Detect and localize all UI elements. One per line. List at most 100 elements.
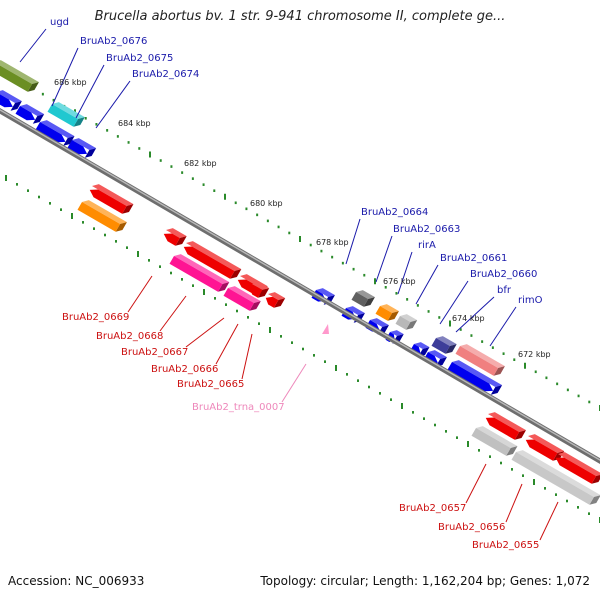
reverse-gene-label: BruAb2_0657 [399, 503, 466, 514]
gene-block-0676 [15, 104, 45, 124]
reverse-leader-line [465, 463, 487, 504]
gene-top-face [186, 241, 242, 271]
gene-top-face [20, 104, 45, 116]
gene-top-face [252, 282, 270, 290]
trna-marker [322, 324, 329, 334]
gene-front-face [15, 106, 36, 121]
gene-front-face [169, 256, 223, 292]
forward-leader-line [345, 218, 361, 265]
gene-top-face [346, 306, 365, 315]
gene-front-face [67, 140, 88, 155]
gene-side-face [84, 148, 97, 158]
gene-side-face [493, 366, 505, 376]
gene-front-face [77, 202, 121, 232]
gene-top-face [400, 314, 418, 322]
gene-top-face [268, 292, 286, 300]
gene-block-0660 [431, 336, 457, 354]
forward-leader-line [489, 306, 517, 347]
gene-front-face [351, 292, 369, 307]
reverse-gene-label: BruAb2_0667 [121, 347, 188, 358]
gene-top-face [0, 90, 22, 103]
gene-side-face [514, 430, 527, 440]
forward-gene-label: BruAb2_0676 [80, 36, 147, 47]
gene-block-0663 [351, 290, 375, 307]
reverse-gene-label: BruAb2_0669 [62, 312, 129, 323]
gene-block-ugd [0, 60, 39, 92]
gene-top-face [92, 184, 134, 206]
gene-block-0665b [265, 292, 286, 308]
gene-block-rimO-b [447, 360, 503, 395]
forward-gene-label: rirA [418, 240, 436, 251]
ruler-tick-label: 686 kbp [54, 78, 87, 87]
gene-side-face [73, 117, 85, 127]
gene-front-face [265, 296, 279, 308]
forward-leader-line [455, 296, 495, 333]
gene-top-face [390, 330, 404, 336]
gene-top-face [228, 286, 261, 303]
gene-front-face [555, 457, 597, 484]
gene-block-0669 [77, 200, 127, 232]
gene-block-0661 [395, 314, 418, 330]
gene-front-face [47, 104, 78, 127]
gene-block-rimO [455, 344, 505, 376]
forward-leader-line [95, 80, 131, 129]
gene-side-face [27, 82, 39, 92]
gene-block-0657 [485, 412, 527, 440]
reverse-gene-label: BruAb2_0665 [177, 379, 244, 390]
gene-block-0656b [511, 450, 600, 505]
gene-top-face [414, 342, 430, 349]
gene-side-face [589, 495, 600, 505]
gene-front-face [0, 62, 33, 92]
gene-top-face [452, 360, 503, 387]
gene-block-0657b [471, 426, 518, 456]
reverse-leader-line [539, 501, 559, 541]
gene-top-face [436, 336, 457, 346]
gene-side-face [122, 204, 134, 214]
gene-top-face [476, 426, 518, 448]
ruler-tick-label: 676 kbp [383, 277, 416, 286]
gene-top-face [370, 318, 389, 327]
forward-gene-label: BruAb2_0664 [361, 207, 428, 218]
gene-block-0675 [47, 102, 85, 127]
gene-top-face [488, 412, 527, 432]
ruler-tick-label: 672 kbp [518, 350, 551, 359]
forward-gene-label: BruAb2_0660 [470, 269, 537, 280]
gene-front-face [35, 122, 66, 143]
gene-top-face [82, 200, 127, 224]
inner-tick-track [5, 175, 600, 523]
gene-front-face [511, 452, 594, 505]
gene-top-face [428, 350, 447, 359]
forward-gene-label: BruAb2_0661 [440, 253, 507, 264]
gene-block-0673 [67, 138, 97, 158]
reverse-leader-line [159, 295, 187, 332]
forward-gene-label: BruAb2_0663 [393, 224, 460, 235]
gene-block-0670 [89, 184, 134, 214]
gene-block-0655 [555, 452, 600, 484]
gene-front-face [471, 428, 511, 456]
gene-side-face [229, 269, 242, 279]
gene-front-face [525, 439, 558, 461]
backbone-line-highlight [0, 109, 600, 461]
gene-top-face [52, 102, 85, 119]
gene-front-face [89, 189, 127, 214]
gene-block-0666 [223, 286, 261, 311]
forward-gene-label: BruAb2_0674 [132, 69, 199, 80]
forward-leader-line [51, 47, 79, 107]
gene-top-face [528, 434, 565, 453]
gene-block-0677 [0, 90, 22, 111]
gene-front-face [0, 92, 13, 108]
topology-text: Topology: circular; Length: 1,162,204 bp… [260, 574, 590, 588]
gene-side-face [257, 288, 270, 298]
ruler-tick-label: 678 kbp [316, 238, 349, 247]
forward-leader-line [439, 280, 469, 325]
gene-block-0665 [249, 282, 270, 298]
forward-gene-label: BruAb2_0675 [106, 53, 173, 64]
gene-front-face [431, 338, 450, 354]
reverse-gene-label: BruAb2_0656 [438, 522, 505, 533]
gene-block-0667 [169, 254, 230, 292]
gene-top-face [316, 288, 335, 297]
gene-track [0, 60, 600, 505]
gene-top-face [356, 290, 375, 299]
